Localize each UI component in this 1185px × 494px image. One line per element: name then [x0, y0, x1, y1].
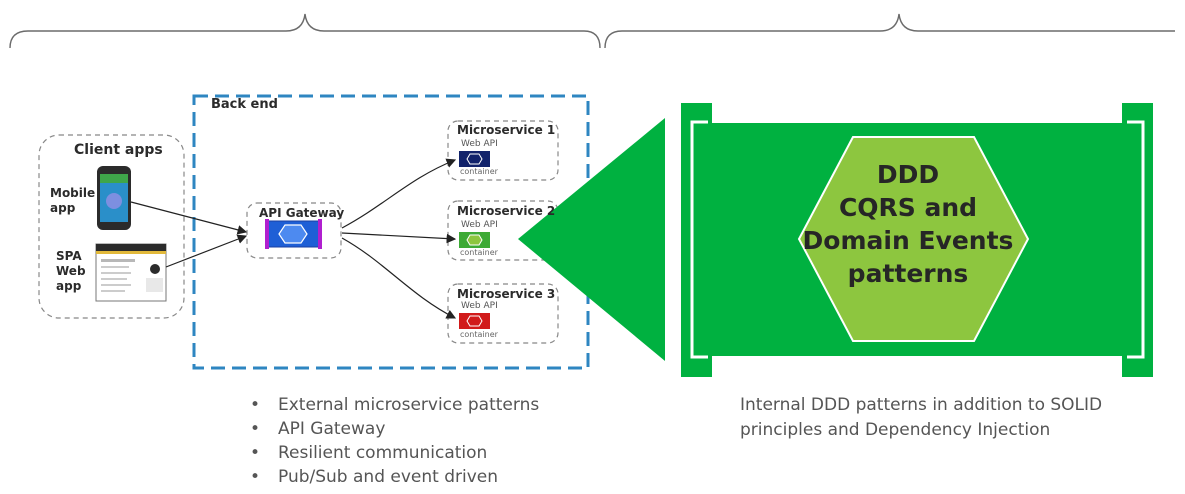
- left-brace: [9, 13, 601, 49]
- microservice-2-title: Microservice 2: [457, 204, 556, 218]
- hexagon-line-4: patterns: [847, 259, 969, 288]
- microservice-2-icon: [459, 232, 490, 248]
- mobile-app-label-line2: app: [50, 201, 76, 215]
- microservice-3-api-label: Web API: [461, 301, 498, 311]
- microservice-2-box: [447, 200, 559, 261]
- microservice-2-container-label: container: [460, 248, 498, 257]
- microservice-1-box: [447, 120, 559, 181]
- arrow-mobile-to-gateway: [130, 201, 248, 235]
- arrow-gateway-to-ms3: [341, 237, 457, 319]
- hexagon-line-1: DDD: [876, 160, 940, 189]
- client-apps-box: [38, 134, 185, 319]
- mobile-app-label: Mobile app: [50, 186, 95, 216]
- spa-label-line1: SPA: [56, 249, 82, 263]
- client-apps-title: Client apps: [74, 142, 163, 158]
- microservice-1-container-label: container: [460, 167, 498, 176]
- arrow-spa-to-gateway: [165, 234, 248, 268]
- microservice-3-icon: [459, 313, 490, 329]
- microservice-1-api-label: Web API: [461, 139, 498, 149]
- external-patterns-list: External microservice patterns API Gatew…: [250, 393, 539, 489]
- hexagon-line-2: CQRS and: [838, 193, 978, 222]
- microservice-1-title: Microservice 1: [457, 123, 556, 137]
- spa-web-app-label: SPA Web app: [56, 249, 86, 294]
- external-pattern-item: External microservice patterns: [250, 393, 539, 417]
- ddd-hexagon-text: DDD CQRS and Domain Events patterns: [788, 158, 1028, 290]
- api-gateway-label: API Gateway: [259, 206, 345, 220]
- internal-patterns-text: Internal DDD patterns in addition to SOL…: [740, 395, 1103, 440]
- spa-label-line3: app: [56, 279, 82, 293]
- microservice-3-container-label: container: [460, 330, 498, 339]
- microservice-3-title: Microservice 3: [457, 287, 556, 301]
- backend-label: Back end: [211, 97, 278, 112]
- ddd-hexagon: [797, 136, 1030, 342]
- hexagon-line-3: Domain Events: [802, 226, 1014, 255]
- mobile-phone-icon: [97, 166, 131, 230]
- api-gateway-icon: [265, 219, 322, 249]
- spa-web-app-icon: [95, 243, 167, 302]
- external-pattern-item: Pub/Sub and event driven: [250, 465, 539, 489]
- microservice-2-api-label: Web API: [461, 220, 498, 230]
- microservice-1-icon: [459, 151, 490, 167]
- spa-label-line2: Web: [56, 264, 86, 278]
- external-pattern-item: API Gateway: [250, 417, 539, 441]
- arrow-gateway-to-ms2: [341, 232, 457, 244]
- microservice-3-box: [447, 283, 559, 344]
- right-brace: [604, 13, 1175, 49]
- arrow-gateway-to-ms1: [341, 158, 457, 229]
- zoom-triangle: [518, 118, 665, 361]
- external-pattern-item: Resilient communication: [250, 441, 539, 465]
- mobile-app-label-line1: Mobile: [50, 186, 96, 200]
